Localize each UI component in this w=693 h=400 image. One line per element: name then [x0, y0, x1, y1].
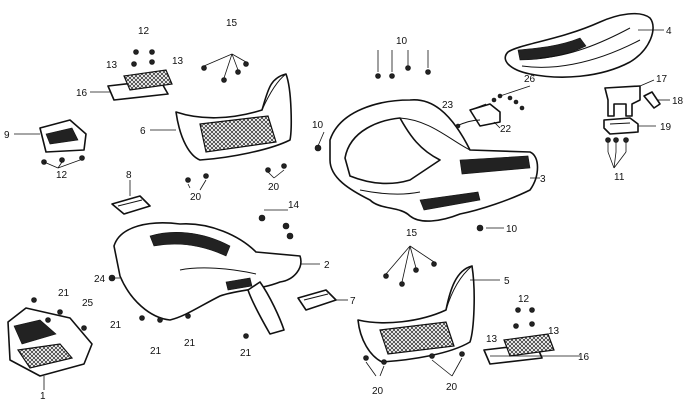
- callout-4: 4: [666, 26, 672, 37]
- callout-14: 14: [288, 200, 300, 211]
- callout-10-bottom: 10: [506, 224, 518, 235]
- callout-10-left: 10: [312, 120, 324, 131]
- callout-11: 11: [614, 172, 625, 183]
- callout-10-top: 10: [396, 36, 408, 47]
- small-cover-part: [111, 195, 151, 215]
- callout-21-d: 21: [184, 338, 196, 349]
- callout-26: 26: [524, 74, 536, 85]
- callout-3: 3: [540, 174, 546, 185]
- callout-1: 1: [40, 391, 46, 400]
- callout-9: 9: [4, 130, 10, 141]
- callout-22: 22: [500, 124, 512, 135]
- right-footrest-part: [357, 265, 475, 363]
- left-side-trim-part: [39, 119, 87, 165]
- callout-20-lower-left: 20: [372, 386, 384, 397]
- callout-24: 24: [94, 274, 106, 285]
- callout-16-top: 16: [76, 88, 88, 99]
- callout-labels: 1 2 3 4 5 6 7 8 9 10 10 10 11 12 12 12 1…: [4, 18, 684, 400]
- callout-8: 8: [126, 170, 132, 181]
- callout-20-lower-right: 20: [446, 382, 458, 393]
- callout-21-b: 21: [110, 320, 122, 331]
- callout-21-a: 21: [58, 288, 70, 299]
- callout-12-left: 12: [56, 170, 68, 181]
- callout-25: 25: [82, 298, 94, 309]
- callout-13-bottom-right: 13: [548, 326, 560, 337]
- front-fender-top-bolts: [258, 214, 294, 240]
- callout-12-bottom: 12: [518, 294, 530, 305]
- callout-18: 18: [672, 96, 684, 107]
- left-footrest-part: [175, 73, 292, 161]
- tail-light-screws: [491, 93, 525, 111]
- callout-21-e: 21: [240, 348, 252, 359]
- callout-13-top-left: 13: [106, 60, 118, 71]
- callout-12-top: 12: [138, 26, 150, 37]
- seat-bracket-part: [604, 85, 661, 117]
- right-small-cover-part: [297, 289, 337, 311]
- callout-13-top-right: 13: [172, 56, 184, 67]
- front-fender-part: [113, 222, 302, 335]
- tail-light-part: [455, 103, 501, 129]
- callout-20-upper-right: 20: [268, 182, 280, 193]
- callout-7: 7: [350, 296, 356, 307]
- lower-mat-part: [483, 307, 555, 365]
- callout-16-bottom: 16: [578, 352, 590, 363]
- left-footrest-bolts: [185, 61, 287, 183]
- callout-20-upper-left: 20: [190, 192, 202, 203]
- callout-2: 2: [324, 260, 330, 271]
- callout-23: 23: [442, 100, 454, 111]
- seat-part: [504, 12, 654, 78]
- front-grille-part: [7, 307, 93, 377]
- callout-15-top: 15: [226, 18, 238, 29]
- seat-bolts: [605, 137, 629, 152]
- leader-lines: [14, 29, 670, 390]
- rear-fender-part: [329, 99, 539, 222]
- callout-17: 17: [656, 74, 668, 85]
- upper-mat-part: [107, 49, 173, 101]
- callout-21-c: 21: [150, 346, 162, 357]
- callout-15-bottom: 15: [406, 228, 418, 239]
- callout-6: 6: [140, 126, 146, 137]
- callout-5: 5: [504, 276, 510, 287]
- callout-19: 19: [660, 122, 672, 133]
- seat-latch-part: [603, 117, 639, 135]
- callout-13-bottom-left: 13: [486, 334, 498, 345]
